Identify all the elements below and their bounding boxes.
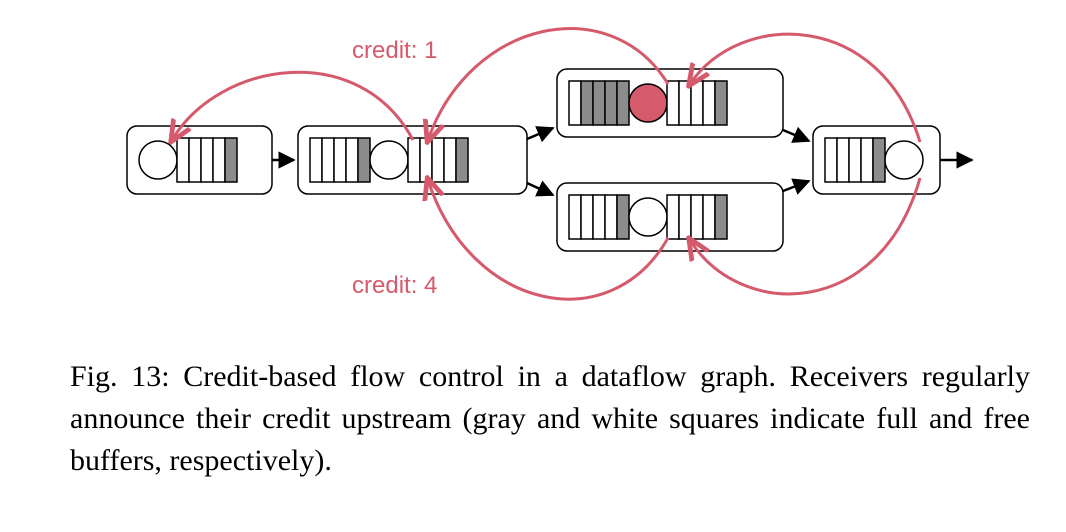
lower-branch-output-buffer-free (678, 194, 692, 240)
credit-label-bottom: credit: 4 (352, 272, 437, 299)
node-sink (812, 125, 941, 195)
source-operator-circle (138, 140, 178, 180)
intermediate-output-buffer-free (443, 137, 457, 183)
flow-arrow-upper-to-sink (782, 126, 811, 143)
credit-arrow-lower-to-intermediate (428, 180, 670, 301)
upper-branch-output-buffer-free (666, 80, 680, 126)
flow-arrow-intermediate-to-upper (526, 126, 555, 143)
intermediate-input-buffer-full (357, 137, 371, 183)
intermediate-input-buffer-free (333, 137, 347, 183)
sink-operator-circle (884, 140, 924, 180)
lower-branch-output-buffer-free (666, 194, 680, 240)
node-source (126, 125, 273, 195)
sink-input-buffer-full (872, 137, 886, 183)
lower-branch-output-buffer-free (702, 194, 716, 240)
upper-branch-output-buffer-free (690, 80, 704, 126)
intermediate-input-buffer-free (345, 137, 359, 183)
credit-arrows (172, 27, 922, 301)
sink-input-buffer-free (836, 137, 850, 183)
sink-input-buffer-free (848, 137, 862, 183)
lower-branch-input-buffer-free (604, 194, 618, 240)
dataflow-arrows (272, 126, 974, 197)
lower-branch-operator-circle (628, 197, 668, 237)
source-output-buffer-free (188, 137, 202, 183)
upper-branch-output-buffer-free (678, 80, 692, 126)
credit-label-top: credit: 1 (352, 37, 437, 64)
credit-arrow-intermediate-to-source (172, 70, 415, 140)
intermediate-input-buffer-free (309, 137, 323, 183)
upper-branch-input-buffer-full (580, 80, 594, 126)
sink-input-buffer-free (824, 137, 838, 183)
source-output-buffer-full (224, 137, 238, 183)
intermediate-output-buffer-full (455, 137, 469, 183)
intermediate-output-buffer-free (407, 137, 421, 183)
node-upper-branch (556, 68, 784, 138)
flow-arrow-intermediate-to-lower (526, 180, 555, 197)
sink-input-buffer-free (860, 137, 874, 183)
flow-arrow-lower-to-sink (782, 178, 811, 195)
source-output-buffer-free (212, 137, 226, 183)
source-output-buffer-free (176, 137, 190, 183)
upper-branch-input-buffer-full (616, 80, 630, 126)
lower-branch-input-buffer-free (580, 194, 594, 240)
upper-branch-input-buffer-free (568, 80, 582, 126)
credit-arrow-upper-to-intermediate (428, 27, 670, 140)
credit-arrow-sink-to-upper (690, 32, 922, 143)
lower-branch-input-buffer-free (592, 194, 606, 240)
node-lower-branch (556, 182, 784, 252)
credit-arrow-sink-to-lower (690, 177, 922, 296)
intermediate-input-buffer-free (321, 137, 335, 183)
lower-branch-output-buffer-full (714, 194, 728, 240)
dataflow-diagram: credit: 1 credit: 4 (126, 27, 974, 301)
figure-caption: Fig. 13: Credit-based flow control in a … (70, 360, 1030, 477)
lower-branch-input-buffer-free (568, 194, 582, 240)
lower-branch-input-buffer-full (616, 194, 630, 240)
upper-branch-output-buffer-free (702, 80, 716, 126)
upper-branch-input-buffer-full (604, 80, 618, 126)
source-output-buffer-free (200, 137, 214, 183)
intermediate-operator-circle (369, 140, 409, 180)
lower-branch-output-buffer-free (690, 194, 704, 240)
upper-branch-output-buffer-full (714, 80, 728, 126)
intermediate-output-buffer-free (419, 137, 433, 183)
upper-branch-input-buffer-full (592, 80, 606, 126)
node-intermediate (297, 125, 528, 195)
upper-branch-operator-circle (628, 83, 668, 123)
intermediate-output-buffer-free (431, 137, 445, 183)
